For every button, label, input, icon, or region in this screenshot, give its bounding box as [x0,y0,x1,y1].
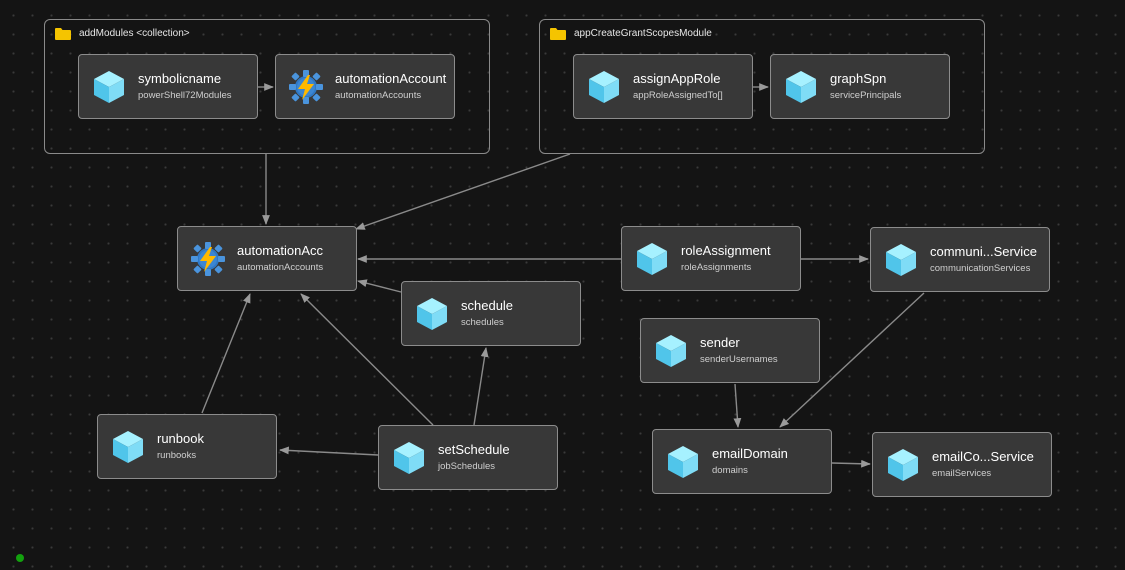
cube-icon [637,243,667,275]
cube-icon [786,71,816,103]
cube-icon [589,71,619,103]
folder-icon [550,28,566,40]
node-runbook[interactable]: runbook runbooks [97,414,277,479]
node-title: automationAccount [335,71,447,86]
node-communiservice[interactable]: communi...Service communicationServices [870,227,1050,292]
node-subtitle: domains [712,465,748,476]
group-label: appCreateGrantScopesModule [574,28,712,39]
cube-icon [886,244,916,276]
cube-icon [94,71,124,103]
node-setschedule[interactable]: setSchedule jobSchedules [378,425,558,490]
status-indicator [16,554,24,562]
node-title: communi...Service [930,244,1037,259]
cube-icon [394,442,424,474]
edge-setschedule-to-automationacc [300,293,434,426]
node-title: schedule [461,298,514,313]
folder-icon [55,28,71,40]
edge-sender-to-emaildomain [733,383,742,428]
edge-setschedule-to-schedule [473,347,489,426]
node-subtitle: communicationServices [930,263,1031,274]
node-automationaccount[interactable]: automationAccount automationAccounts [275,54,455,119]
node-title: setSchedule [438,442,510,457]
node-title: assignAppRole [633,71,721,86]
node-title: automationAcc [237,243,323,258]
cube-icon [888,449,918,481]
cube-icon [113,431,143,463]
edge-schedule-to-automationacc [357,279,402,293]
cube-icon [656,335,686,367]
automation-icon [191,242,225,276]
node-subtitle: powerShell72Modules [138,90,232,101]
node-emailcoservice[interactable]: emailCo...Service emailServices [872,432,1052,497]
node-title: runbook [157,431,204,446]
node-automationacc[interactable]: automationAcc automationAccounts [177,226,357,291]
node-title: sender [700,335,740,350]
cube-icon [668,446,698,478]
node-sender[interactable]: sender senderUsernames [640,318,820,383]
edge-communiservice-to-emaildomain [779,292,925,428]
node-symbolicname[interactable]: symbolicname powerShell72Modules [78,54,258,119]
node-subtitle: servicePrincipals [830,90,902,101]
node-emaildomain[interactable]: emailDomain domains [652,429,832,494]
node-title: roleAssignment [681,243,771,258]
node-title: emailCo...Service [932,449,1034,464]
node-subtitle: emailServices [932,468,992,479]
node-subtitle: schedules [461,317,504,328]
node-subtitle: automationAccounts [237,262,324,273]
edge-setschedule-to-runbook [279,446,379,456]
edge-runbook-to-automationacc [201,293,251,414]
node-graphspn[interactable]: graphSpn servicePrincipals [770,54,950,119]
automation-icon [289,70,323,104]
node-title: emailDomain [712,446,788,461]
node-subtitle: runbooks [157,450,197,461]
cube-icon [417,298,447,330]
group-appcreategrantscopes[interactable]: appCreateGrantScopesModule [539,19,985,154]
node-subtitle: jobSchedules [438,461,496,472]
node-subtitle: roleAssignments [681,262,752,273]
node-title: graphSpn [830,71,887,86]
node-schedule[interactable]: schedule schedules [401,281,581,346]
edge-appcreate-to-automationacc [355,153,571,230]
node-subtitle: appRoleAssignedTo[] [633,90,723,101]
node-subtitle: senderUsernames [700,354,778,365]
node-assignapprole[interactable]: assignAppRole appRoleAssignedTo[] [573,54,753,119]
edge-emaildomain-to-emailcoservice [831,459,871,468]
node-subtitle: automationAccounts [335,90,422,101]
node-roleassignment[interactable]: roleAssignment roleAssignments [621,226,801,291]
group-label: addModules <collection> [79,28,190,39]
node-title: symbolicname [138,71,222,86]
group-addmodules[interactable]: addModules <collection> [44,19,490,154]
